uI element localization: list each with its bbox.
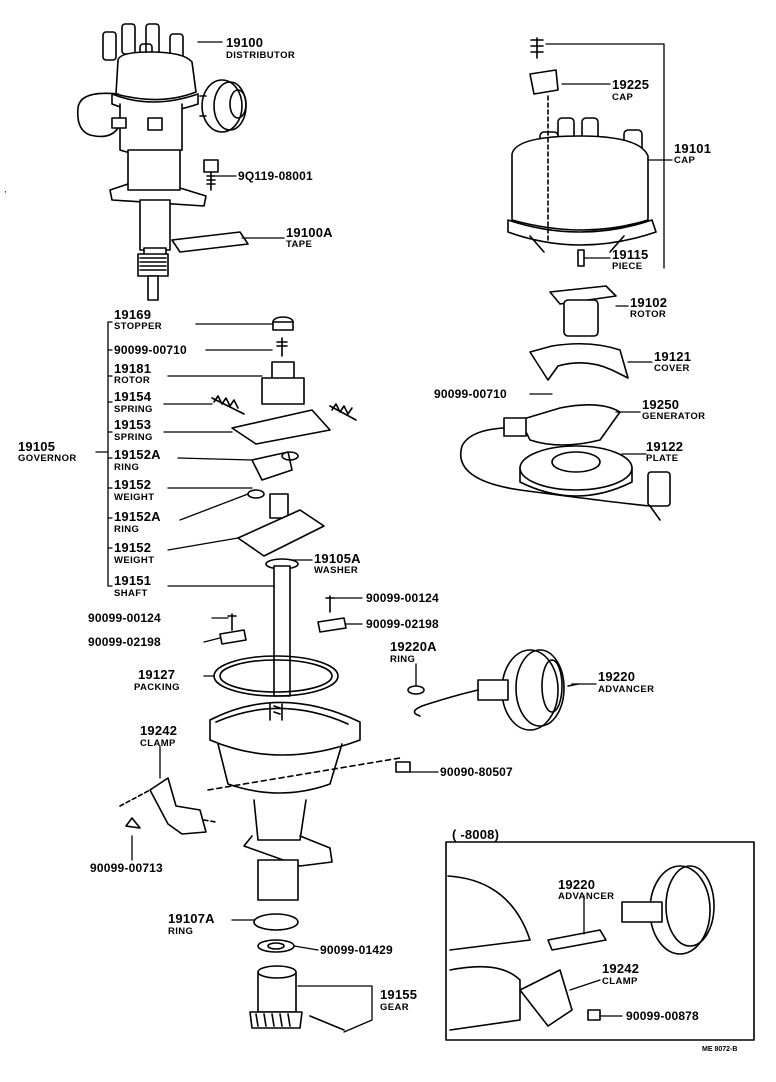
stray-mark: , — [4, 184, 7, 194]
inset-drawing — [447, 865, 715, 1031]
label-01429-num: 90099-01429 — [320, 943, 393, 957]
tape-drawing — [171, 231, 249, 253]
label-19152-2-num: 19152 — [114, 540, 152, 555]
label-19220a-num: 19220A — [390, 639, 437, 654]
label-19105-name: GOVERNOR — [18, 453, 77, 464]
label-19169-num: 19169 — [114, 307, 152, 322]
label-19100a-num: 19100A — [286, 225, 333, 240]
advancer-19220-drawing — [407, 649, 579, 731]
label-19101-num: 19101 — [674, 141, 712, 156]
label-00713-num: 90099-00713 — [90, 861, 163, 875]
label-19127-num: 19127 — [138, 667, 176, 682]
label-19155-name: GEAR — [380, 1002, 410, 1013]
label-19152-1-name: WEIGHT — [114, 492, 155, 503]
label-19102-num: 19102 — [630, 295, 668, 310]
governor-stack-drawing — [211, 316, 357, 697]
label-19101-name: CAP — [674, 155, 696, 166]
label-19100a-name: TAPE — [286, 239, 313, 250]
label-19181-num: 19181 — [114, 361, 152, 376]
label-19152a1-name: RING — [114, 462, 140, 473]
label-19152-1-num: 19152 — [114, 477, 152, 492]
rotor-19102-drawing — [549, 285, 617, 337]
inset-frame — [445, 841, 755, 1041]
housing-drawing — [209, 701, 361, 901]
label-19154-name: SPRING — [114, 404, 153, 415]
label-19115-name: PIECE — [612, 261, 643, 272]
label-80507-num: 90090-80507 — [440, 765, 513, 779]
label-00124a-num: 90099-00124 — [88, 611, 161, 625]
label-19105a-name: WASHER — [314, 565, 359, 576]
bolts-left-drawing — [219, 595, 347, 645]
cover-19121-drawing — [529, 342, 629, 381]
label-19154-num: 19154 — [114, 389, 152, 404]
leader-lines — [95, 41, 673, 1033]
plate-19122-drawing — [519, 445, 633, 497]
label-19115-num: 19115 — [612, 247, 649, 262]
label-19242-num: 19242 — [140, 723, 178, 738]
label-19225-num: 19225 — [612, 77, 650, 92]
label-19225-name: CAP — [612, 92, 634, 103]
label-19105a-num: 19105A — [314, 551, 361, 566]
label-19152-2-name: WEIGHT — [114, 555, 155, 566]
inset-title: ( -8008) — [452, 827, 500, 842]
label-19151-num: 19151 — [114, 573, 152, 588]
label-19152a1-num: 19152A — [114, 447, 161, 462]
label-19151-name: SHAFT — [114, 588, 148, 599]
screw-9q119-drawing — [203, 159, 219, 191]
label-19153-name: SPRING — [114, 432, 153, 443]
ring-19107a-drawing — [253, 913, 299, 931]
washer-01429-drawing — [257, 939, 295, 953]
label-19220-num: 19220 — [598, 669, 636, 684]
label-19127-name: PACKING — [134, 682, 180, 693]
label-9q119-num: 9Q119-08001 — [238, 169, 313, 183]
label-02198a-num: 90099-02198 — [88, 635, 161, 649]
label-00710b-num: 90099-00710 — [434, 387, 507, 401]
label-19100-num: 19100 — [226, 35, 264, 50]
label-19122-name: PLATE — [646, 453, 679, 464]
label-19250-name: GENERATOR — [642, 411, 706, 422]
label-19153-num: 19153 — [114, 417, 152, 432]
distributor-assembly-drawing — [76, 23, 247, 301]
inset-label-19220-name: ADVANCER — [558, 891, 615, 902]
figure-code: ME 8072-B — [702, 1046, 738, 1053]
gear-19155-drawing — [249, 965, 345, 1031]
label-19107a-name: RING — [168, 926, 194, 937]
inset-label-19242-num: 19242 — [602, 961, 640, 976]
label-19102-name: ROTOR — [630, 309, 667, 320]
label-00710a-num: 90099-00710 — [114, 343, 187, 357]
clamp-19242-drawing — [119, 757, 411, 835]
label-19181-name: ROTOR — [114, 375, 151, 386]
label-19242-name: CLAMP — [140, 738, 176, 749]
label-19152a2-name: RING — [114, 524, 140, 535]
label-02198b-num: 90099-02198 — [366, 617, 439, 631]
label-19152a2-num: 19152A — [114, 509, 161, 524]
label-19107a-num: 19107A — [168, 911, 215, 926]
inset-label-00878-num: 90099-00878 — [626, 1009, 699, 1023]
label-19122-num: 19122 — [646, 439, 684, 454]
label-19100-name: DISTRIBUTOR — [226, 50, 296, 61]
inset-label-19220-num: 19220 — [558, 877, 596, 892]
label-19220a-name: RING — [390, 654, 416, 665]
inset-label-19242-name: CLAMP — [602, 976, 638, 987]
label-19250-num: 19250 — [642, 397, 680, 412]
label-19105-num: 19105 — [18, 439, 56, 454]
label-19121-name: COVER — [654, 363, 690, 374]
label-19169-name: STOPPER — [114, 321, 163, 332]
generator-19250-drawing — [459, 404, 671, 521]
cap-19101-drawing — [507, 37, 657, 267]
label-19121-num: 19121 — [654, 349, 692, 364]
label-00124b-num: 90099-00124 — [366, 591, 439, 605]
label-19220-name: ADVANCER — [598, 684, 655, 695]
label-19155-num: 19155 — [380, 987, 418, 1002]
